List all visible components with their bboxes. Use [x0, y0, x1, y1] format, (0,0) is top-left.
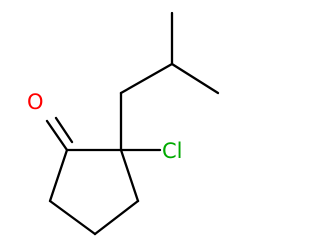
carbonyl-double-bond-inner: [54, 116, 74, 144]
oxygen-atom-label: O: [27, 90, 44, 114]
carbonyl-double-bond-outer: [45, 119, 69, 152]
ring-bond-c5-to-c4: [48, 199, 97, 236]
ring-bond-c3-to-quaternary: [119, 148, 140, 203]
ring-bond-c4-to-c3: [93, 199, 140, 236]
bond-ch-to-ch3-right: [170, 62, 220, 95]
chlorine-atom-label: Cl: [162, 139, 183, 163]
molecule-structure-diagram: O Cl: [27, 11, 220, 236]
bond-ch-to-ch2: [119, 62, 174, 95]
ring-bond-carbonyl-to-c5: [48, 148, 69, 203]
